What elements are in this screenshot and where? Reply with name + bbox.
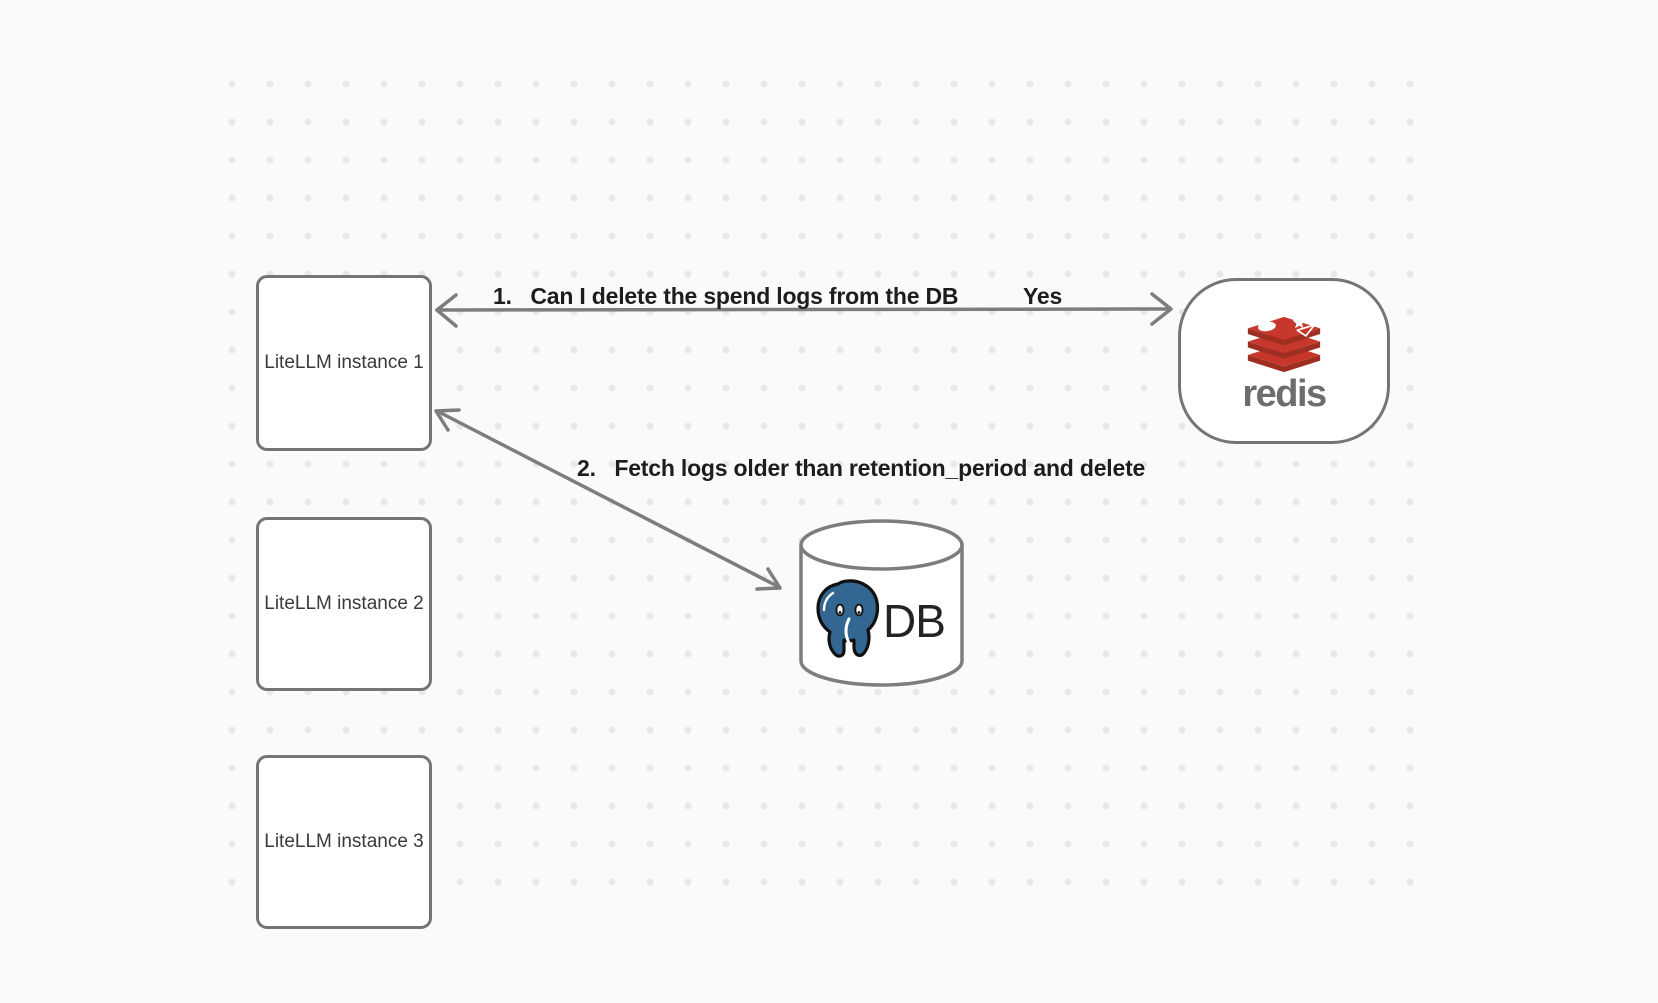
postgresql-elephant-icon <box>816 579 880 658</box>
edge-label-yes[interactable]: Yes <box>1023 283 1063 309</box>
database-label: DB <box>883 595 946 647</box>
node-litellm-instance-3[interactable]: LiteLLM instance 3 <box>256 755 432 929</box>
node-litellm-instance-2[interactable]: LiteLLM instance 2 <box>256 517 432 691</box>
redis-wordmark: redis <box>1242 373 1327 415</box>
node-label: LiteLLM instance 2 <box>264 593 424 614</box>
node-litellm-instance-1[interactable]: LiteLLM instance 1 <box>256 275 432 451</box>
node-label: LiteLLM instance 3 <box>264 831 424 852</box>
arrow-instance1-db[interactable] <box>434 408 782 591</box>
edge-label-fetch-logs[interactable]: 2. Fetch logs older than retention_perio… <box>577 455 1146 481</box>
node-label: LiteLLM instance 1 <box>264 352 424 373</box>
redis-stack-icon <box>1247 315 1321 373</box>
edge-label-delete-spend-logs[interactable]: 1. Can I delete the spend logs from the … <box>493 283 959 309</box>
node-database[interactable]: DB <box>799 519 964 687</box>
arrow-instance1-redis[interactable] <box>435 292 1173 328</box>
node-redis[interactable]: redis <box>1178 278 1390 444</box>
